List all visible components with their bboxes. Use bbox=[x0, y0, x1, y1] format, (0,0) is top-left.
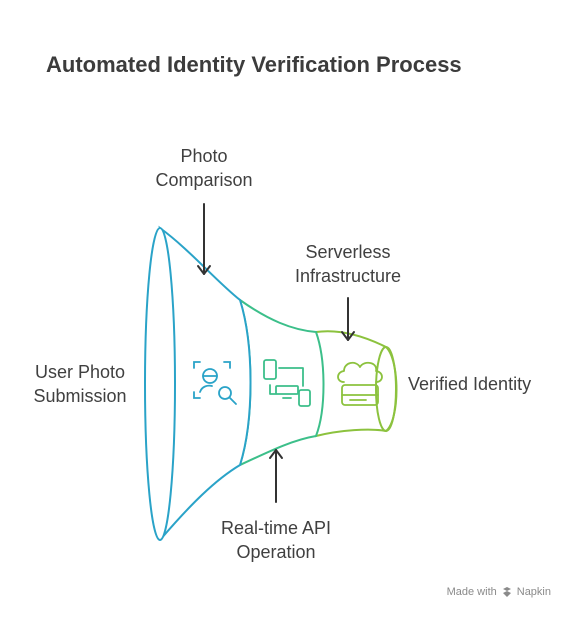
face-scan-search-icon bbox=[193, 361, 237, 405]
cloud-server-icon bbox=[337, 361, 383, 406]
label-realtime-api-operation: Real-time API Operation bbox=[206, 516, 346, 564]
funnel-stage-2 bbox=[238, 297, 325, 467]
footer-made-with: Made with bbox=[446, 586, 497, 598]
label-photo-comparison-line1: Photo bbox=[180, 146, 228, 166]
napkin-logo-icon bbox=[502, 587, 511, 597]
footer-brand: Napkin bbox=[516, 586, 551, 598]
funnel-opening bbox=[144, 227, 176, 541]
label-photo-comparison-line2: Comparison bbox=[155, 170, 253, 190]
label-realtime-api-line1: Real-time API bbox=[220, 518, 332, 538]
footer-attribution[interactable]: Made with Napkin bbox=[447, 586, 551, 598]
label-serverless-line1: Serverless bbox=[305, 242, 391, 262]
arrow-photo-comparison bbox=[197, 203, 211, 275]
funnel-stage-3-end bbox=[375, 346, 397, 432]
label-realtime-api-line2: Operation bbox=[236, 542, 316, 562]
devices-icon bbox=[263, 359, 311, 407]
label-user-photo-submission: User Photo Submission bbox=[18, 360, 142, 408]
arrow-serverless bbox=[341, 297, 355, 341]
label-serverless-infrastructure: Serverless Infrastructure bbox=[278, 240, 418, 288]
arrow-realtime-api bbox=[269, 449, 283, 503]
label-user-photo-line1: User Photo bbox=[34, 362, 126, 382]
label-user-photo-line2: Submission bbox=[33, 386, 127, 406]
diagram-title: Automated Identity Verification Process bbox=[46, 52, 462, 77]
label-verified-identity: Verified Identity bbox=[408, 374, 532, 394]
label-serverless-line2: Infrastructure bbox=[294, 266, 402, 286]
label-photo-comparison: Photo Comparison bbox=[144, 144, 264, 192]
